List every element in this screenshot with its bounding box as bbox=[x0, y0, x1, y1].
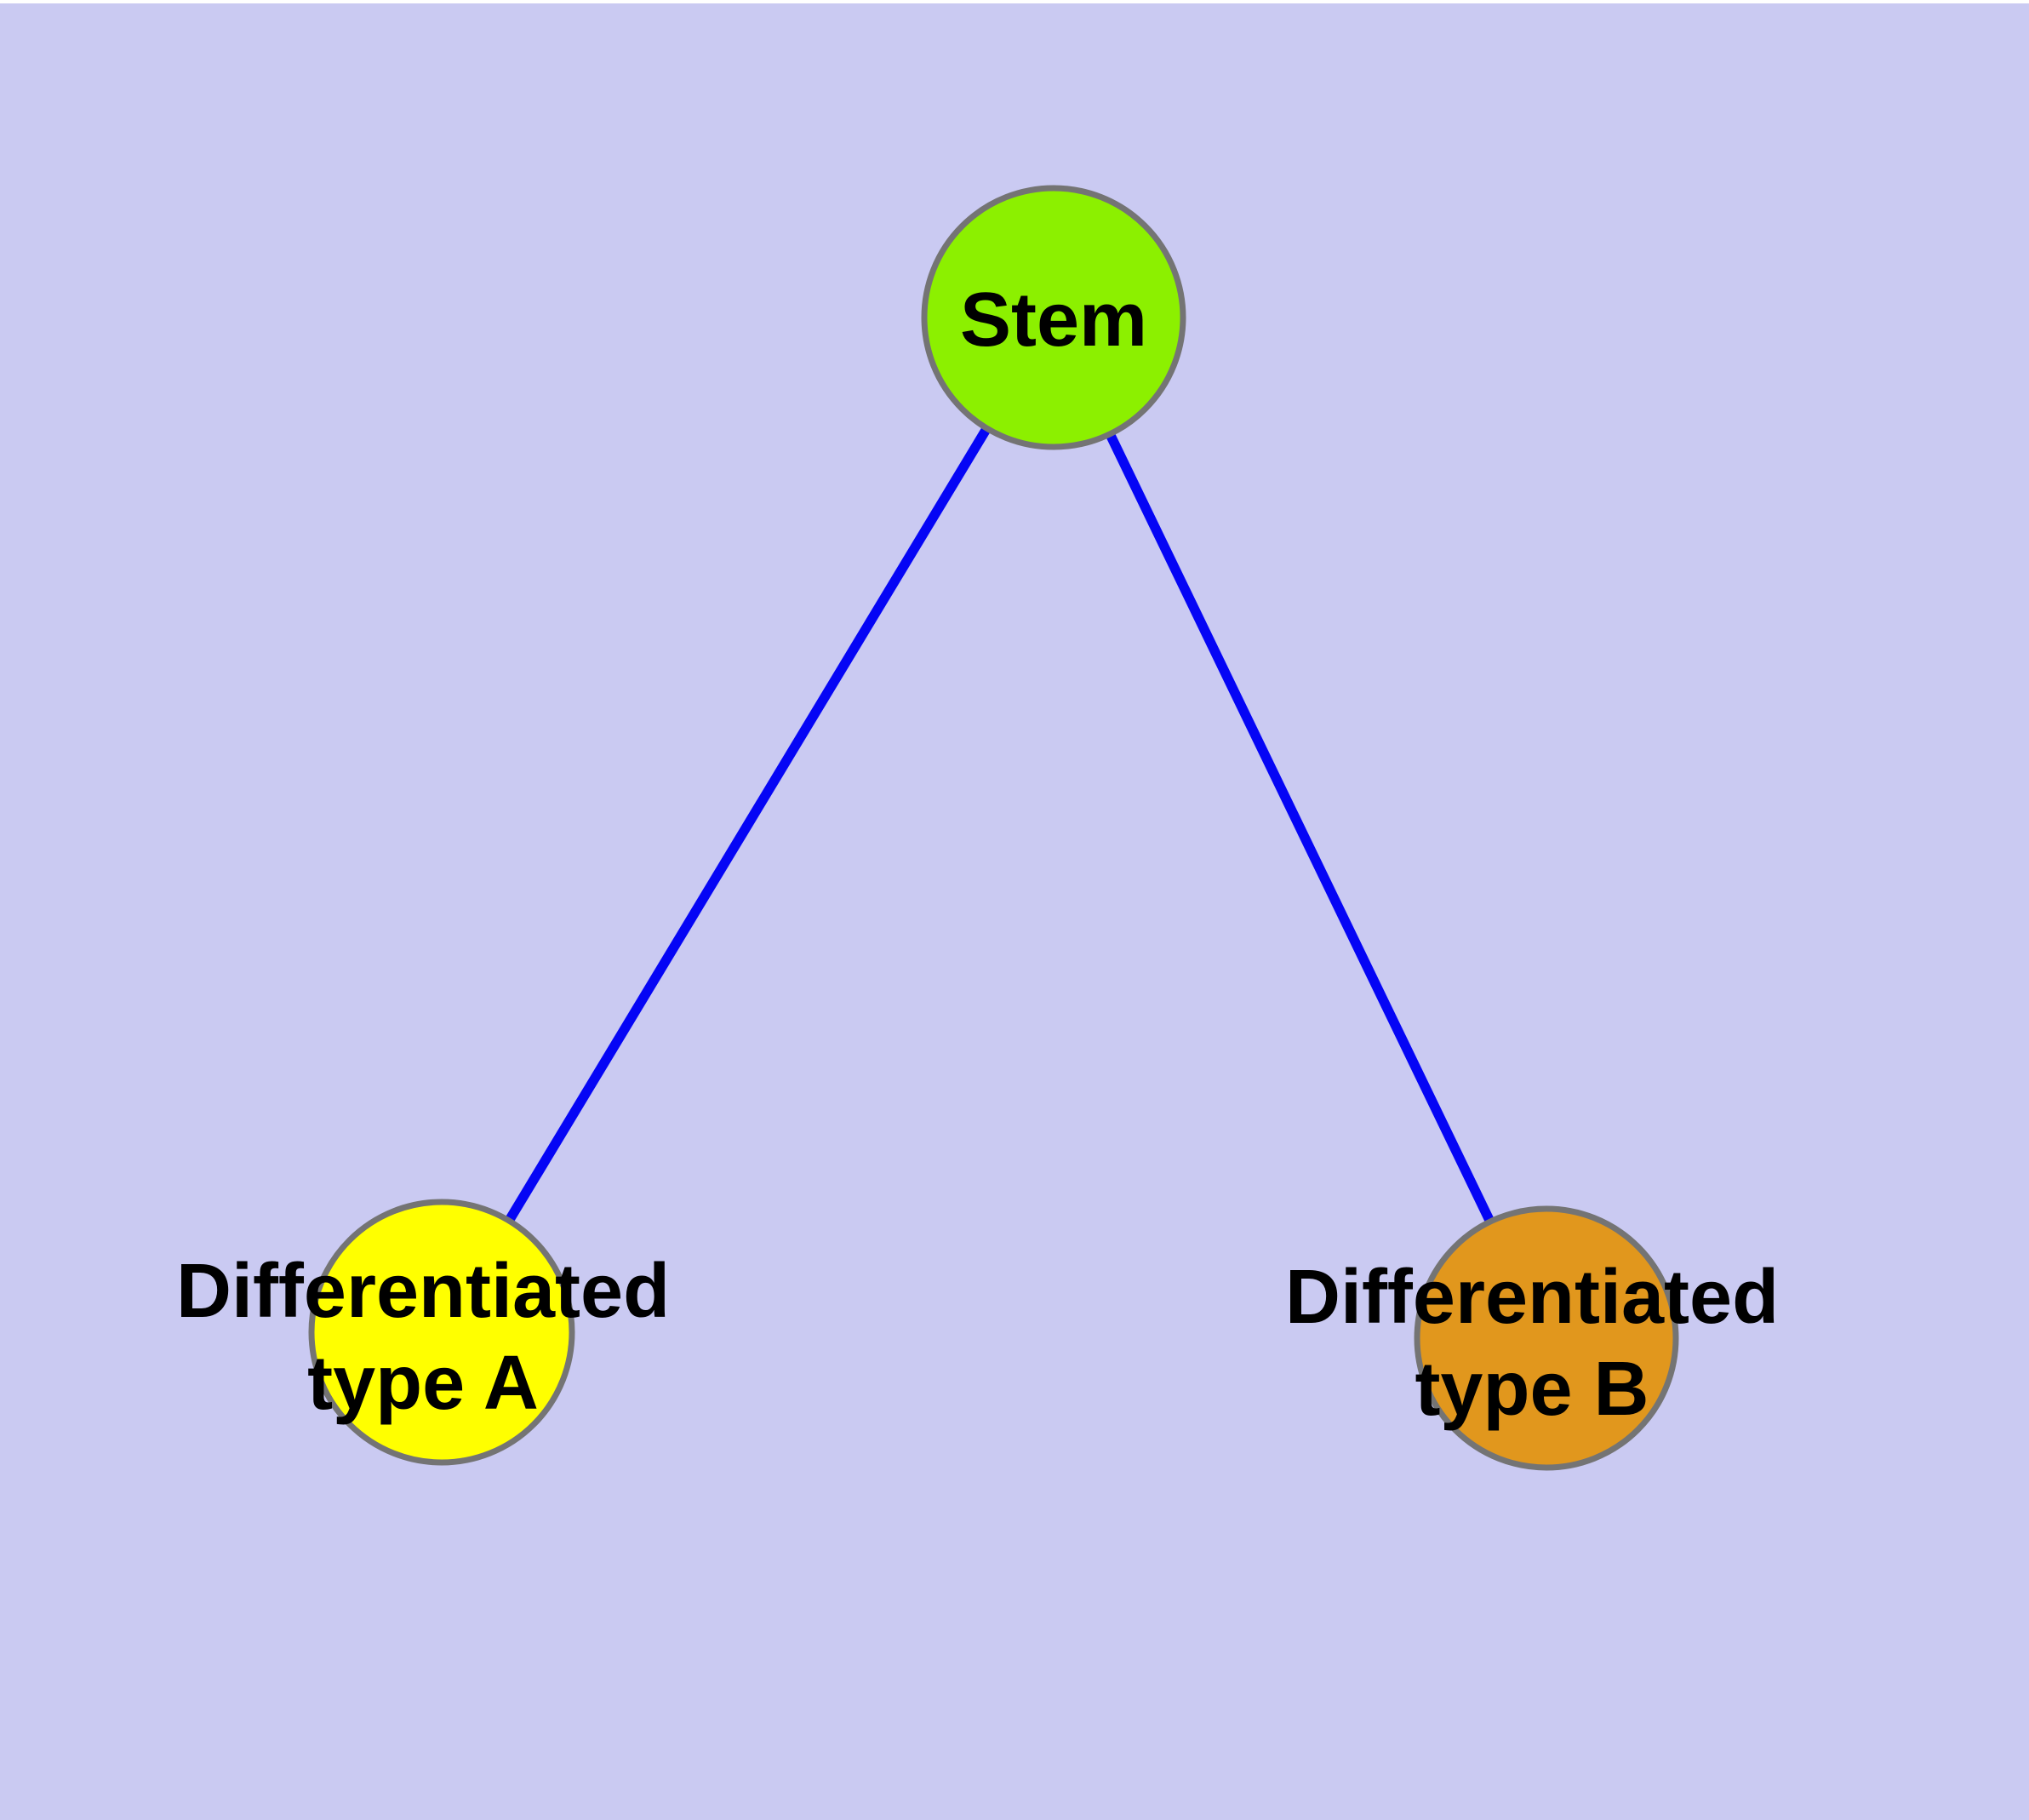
node-label-type-a: Differentiated type A bbox=[176, 1245, 670, 1429]
label-line: type A bbox=[307, 1341, 539, 1426]
node-circle-stem bbox=[921, 185, 1186, 450]
node-label-type-b: Differentiated type B bbox=[1285, 1251, 1779, 1435]
edge-stem-to-type-b bbox=[1049, 315, 1552, 1341]
top-frame-strip bbox=[0, 0, 2029, 3]
node-circle-type-a bbox=[308, 1199, 575, 1466]
node-circle-type-b bbox=[1414, 1205, 1679, 1471]
label-line: type B bbox=[1415, 1347, 1649, 1432]
label-line: Differentiated bbox=[175, 1249, 671, 1334]
label-line: Differentiated bbox=[1284, 1255, 1780, 1340]
label-line: Stem bbox=[959, 278, 1148, 363]
node-label-stem: Stem bbox=[960, 274, 1147, 366]
edge-stem-to-type-a bbox=[437, 315, 1058, 1335]
